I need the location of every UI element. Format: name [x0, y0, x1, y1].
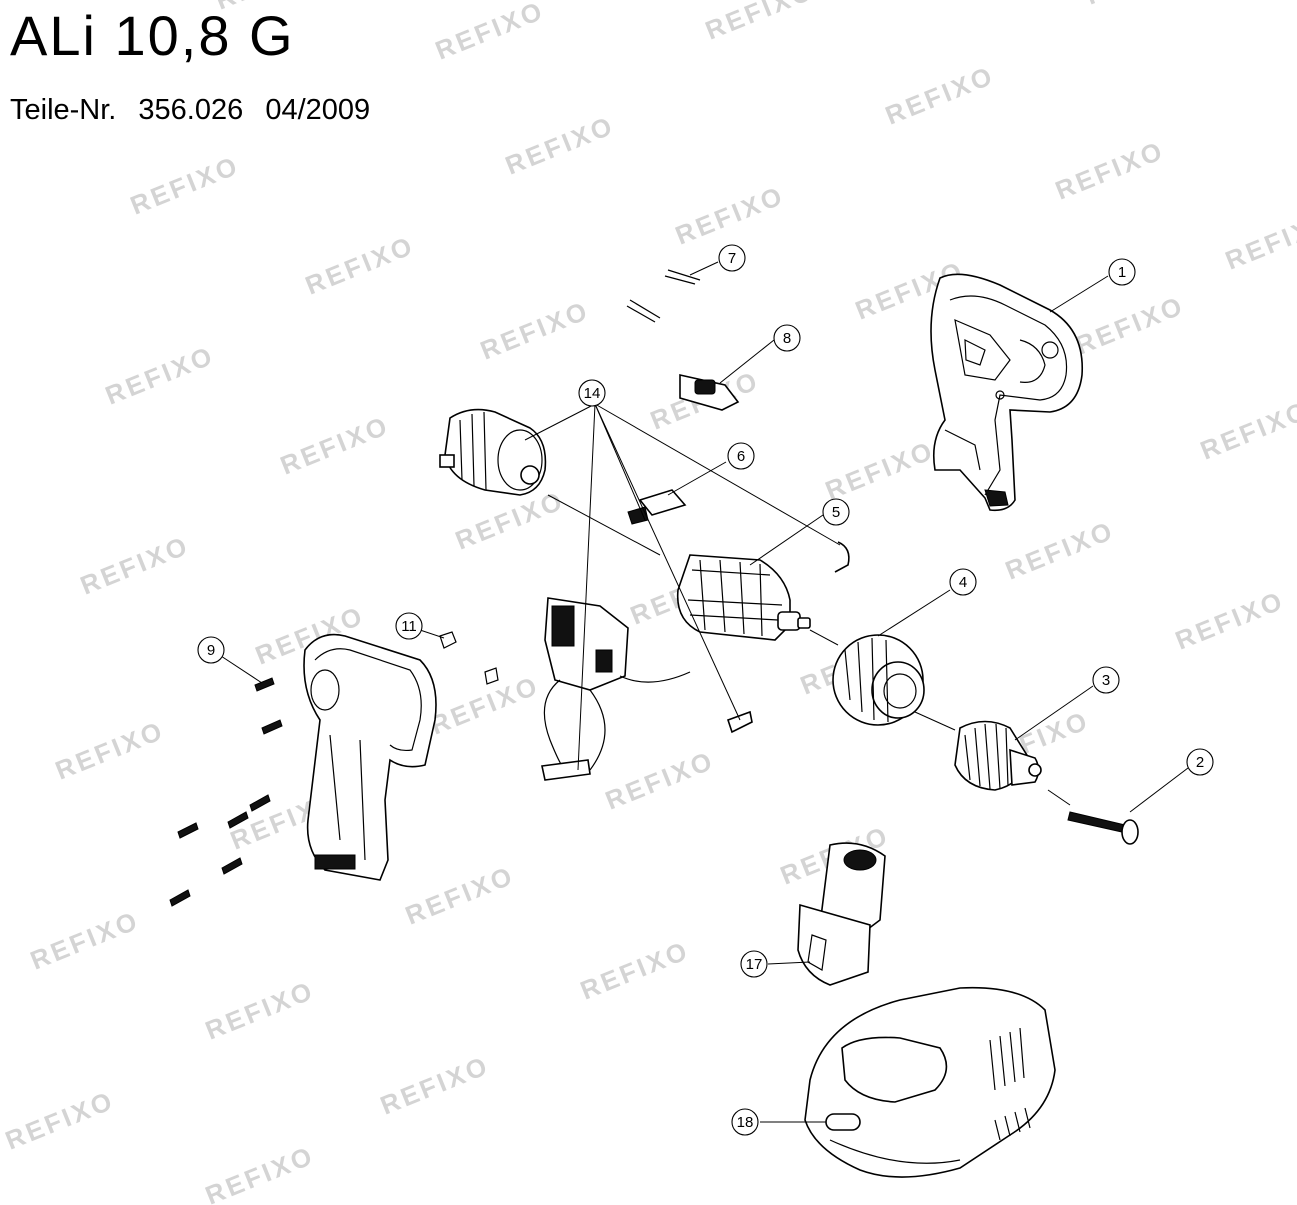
watermark-text: REFIXO — [1081, 0, 1199, 11]
callout-circle — [395, 612, 423, 640]
watermark-text: REFIXO — [51, 715, 169, 786]
callout-11: 11 — [395, 612, 423, 640]
watermark-text: REFIXO — [26, 905, 144, 976]
part-18-charger — [804, 986, 1056, 1178]
watermark-text: REFIXO — [126, 150, 244, 221]
callout-1: 1 — [1108, 258, 1136, 286]
part-9-screws — [169, 677, 283, 907]
callout-layer: 1 2 3 4 5 6 7 8 9 11 14 17 18 — [197, 244, 1214, 1136]
callout-circle — [727, 442, 755, 470]
watermark-text: REFIXO — [501, 110, 619, 181]
callout-label: 17 — [746, 956, 763, 973]
callout-circle — [578, 379, 606, 407]
watermark-text: REFIXO — [101, 340, 219, 411]
small-clip — [726, 710, 753, 734]
callout-circle — [1186, 748, 1214, 776]
callout-2: 2 — [1186, 748, 1214, 776]
callout-5: 5 — [822, 498, 850, 526]
page-title: ALi 10,8 G — [10, 4, 295, 67]
callout-circle — [740, 950, 768, 978]
part-label: Teile-Nr. — [10, 94, 117, 126]
watermark-text: REFIXO — [1, 1085, 119, 1156]
callout-4: 4 — [949, 568, 977, 596]
callout-label: 18 — [737, 1114, 754, 1131]
callout-8: 8 — [773, 324, 801, 352]
part-7-springs — [626, 269, 701, 323]
motor — [439, 408, 547, 496]
watermark-text: REFIXO — [451, 485, 569, 556]
callout-circle — [1092, 666, 1120, 694]
watermark-text: REFIXO — [201, 975, 319, 1046]
part-8-switch-cover — [679, 374, 740, 411]
callout-label: 2 — [1196, 754, 1204, 771]
callout-label: 5 — [832, 504, 840, 521]
watermark-text: REFIXO — [76, 530, 194, 601]
watermark-text: REFIXO — [211, 0, 329, 16]
callout-label: 9 — [207, 642, 215, 659]
callout-circle — [1108, 258, 1136, 286]
callout-label: 11 — [401, 618, 417, 635]
watermark-text: REFIXO — [276, 410, 394, 481]
watermark-text: REFIXO — [476, 295, 594, 366]
watermark-text: REFIXO — [881, 60, 999, 131]
switch-assembly — [541, 597, 691, 781]
callout-circle — [822, 498, 850, 526]
watermark-text: REFIXO — [1221, 205, 1297, 276]
part-4-torque-collar — [832, 634, 925, 726]
watermark-text: REFIXO — [601, 745, 719, 816]
callout-label: 14 — [584, 385, 601, 402]
callout-9: 9 — [197, 636, 225, 664]
part-number-line: Teile-Nr. 356.026 04/2009 — [10, 92, 384, 128]
callout-circle — [773, 324, 801, 352]
watermark-text: REFIXO — [301, 230, 419, 301]
watermark-text: REFIXO — [701, 0, 819, 46]
callout-label: 6 — [737, 448, 745, 465]
watermark-text: REFIXO — [1071, 290, 1189, 361]
watermark-text: REFIXO — [376, 1050, 494, 1121]
callout-6: 6 — [727, 442, 755, 470]
left-housing-half — [303, 633, 437, 881]
revision-date: 04/2009 — [265, 94, 371, 126]
callout-label: 4 — [959, 574, 967, 591]
callout-label: 8 — [783, 330, 791, 347]
part-1-housing-half — [930, 273, 1084, 512]
part-number: 356.026 — [138, 94, 244, 126]
callout-circle — [731, 1108, 759, 1136]
watermark-text: REFIXO — [576, 935, 694, 1006]
callout-label: 3 — [1102, 672, 1110, 689]
callout-circle — [949, 568, 977, 596]
watermark-text: REFIXO — [821, 435, 939, 506]
part-2-screw — [1067, 811, 1139, 845]
part-5-gearbox — [676, 554, 811, 641]
part-3-chuck — [954, 720, 1042, 791]
part-11-clips — [439, 631, 499, 685]
callout-3: 3 — [1092, 666, 1120, 694]
spring-clip — [834, 541, 850, 573]
callout-14: 14 — [578, 379, 606, 407]
callout-circle — [197, 636, 225, 664]
watermark-text: REFIXO — [671, 180, 789, 251]
watermark-text: REFIXO — [426, 670, 544, 741]
watermark-text: REFIXO — [1196, 395, 1297, 466]
callout-18: 18 — [731, 1108, 759, 1136]
watermark-text: REFIXO — [1001, 515, 1119, 586]
watermark-text: REFIXO — [401, 860, 519, 931]
callout-7: 7 — [718, 244, 746, 272]
watermark-text: REFIXO — [1171, 585, 1289, 656]
watermark-text: REFIXO — [431, 0, 549, 66]
callout-label: 1 — [1118, 264, 1126, 281]
callout-label: 7 — [728, 250, 736, 267]
part-17-battery — [797, 842, 886, 986]
watermark-text: REFIXO — [1051, 135, 1169, 206]
callout-circle — [718, 244, 746, 272]
callout-17: 17 — [740, 950, 768, 978]
leader-lines — [220, 261, 1189, 1123]
watermark-text: REFIXO — [201, 1140, 319, 1205]
